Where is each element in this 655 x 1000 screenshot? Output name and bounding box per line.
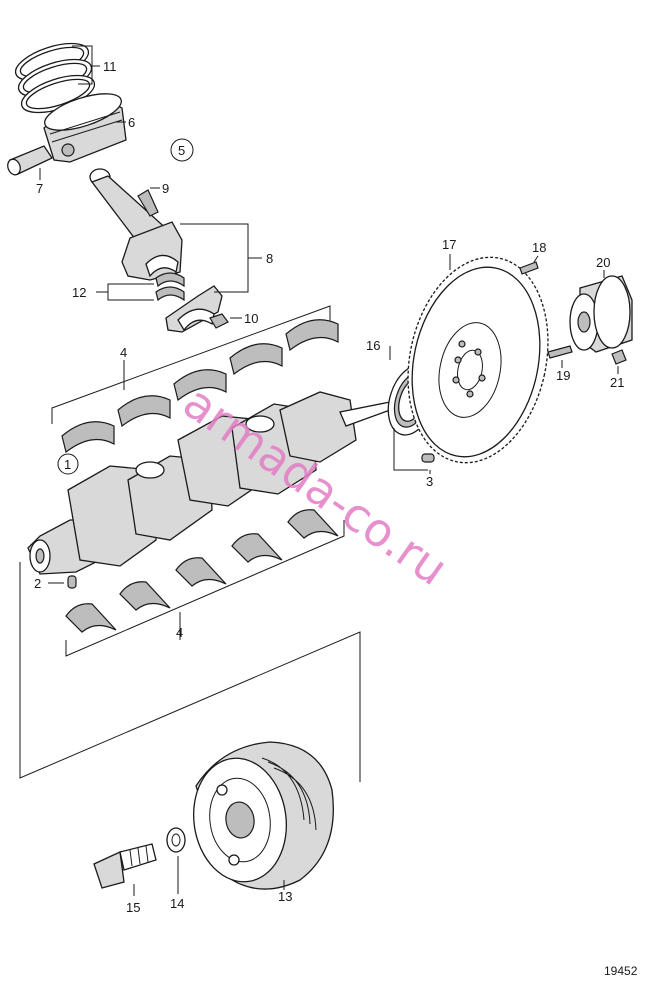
woodruff-key	[67, 575, 77, 589]
washer	[166, 827, 186, 853]
piston-pin	[7, 145, 53, 176]
label-10: 10	[244, 311, 258, 326]
connecting-rod	[89, 168, 229, 333]
label-13: 13	[278, 889, 292, 904]
label-11: 11	[103, 59, 117, 74]
label-5: 5	[178, 143, 185, 158]
label-1: 1	[64, 457, 71, 472]
label-16: 16	[366, 338, 380, 353]
ref-circle-5	[170, 138, 194, 162]
pulley-bolt	[93, 843, 157, 889]
flywheel	[407, 256, 549, 464]
piston	[43, 93, 127, 163]
crankshaft	[27, 391, 391, 575]
pilot-pin	[519, 261, 539, 275]
hub-pin	[547, 345, 573, 359]
label-4-lower: 4	[176, 625, 183, 640]
label-19: 19	[556, 368, 570, 383]
label-8: 8	[266, 251, 273, 266]
lower-main-bearings	[65, 509, 339, 633]
piston-rings	[14, 42, 96, 114]
label-6: 6	[128, 115, 135, 130]
label-17: 17	[442, 237, 456, 252]
figure-number: 19452	[604, 964, 638, 978]
hub-nut	[611, 349, 627, 365]
label-3: 3	[426, 474, 433, 489]
label-12: 12	[72, 285, 86, 300]
crank-pulley	[192, 741, 334, 890]
label-7: 7	[36, 181, 43, 196]
rod-bearing-halves	[155, 272, 185, 302]
label-2: 2	[34, 576, 41, 591]
label-15: 15	[126, 900, 140, 915]
upper-main-bearings	[61, 319, 339, 454]
label-20: 20	[596, 255, 610, 270]
label-9: 9	[162, 181, 169, 196]
label-21: 21	[610, 375, 624, 390]
adapter-hub	[569, 275, 633, 353]
label-18: 18	[532, 240, 546, 255]
label-14: 14	[170, 896, 184, 911]
callout-labels: 11 6 5 7 9 8 12 10 4 1 2 4 16 17 18 20 1…	[34, 59, 624, 915]
label-4-upper: 4	[120, 345, 127, 360]
flywheel-dowel	[421, 453, 435, 463]
